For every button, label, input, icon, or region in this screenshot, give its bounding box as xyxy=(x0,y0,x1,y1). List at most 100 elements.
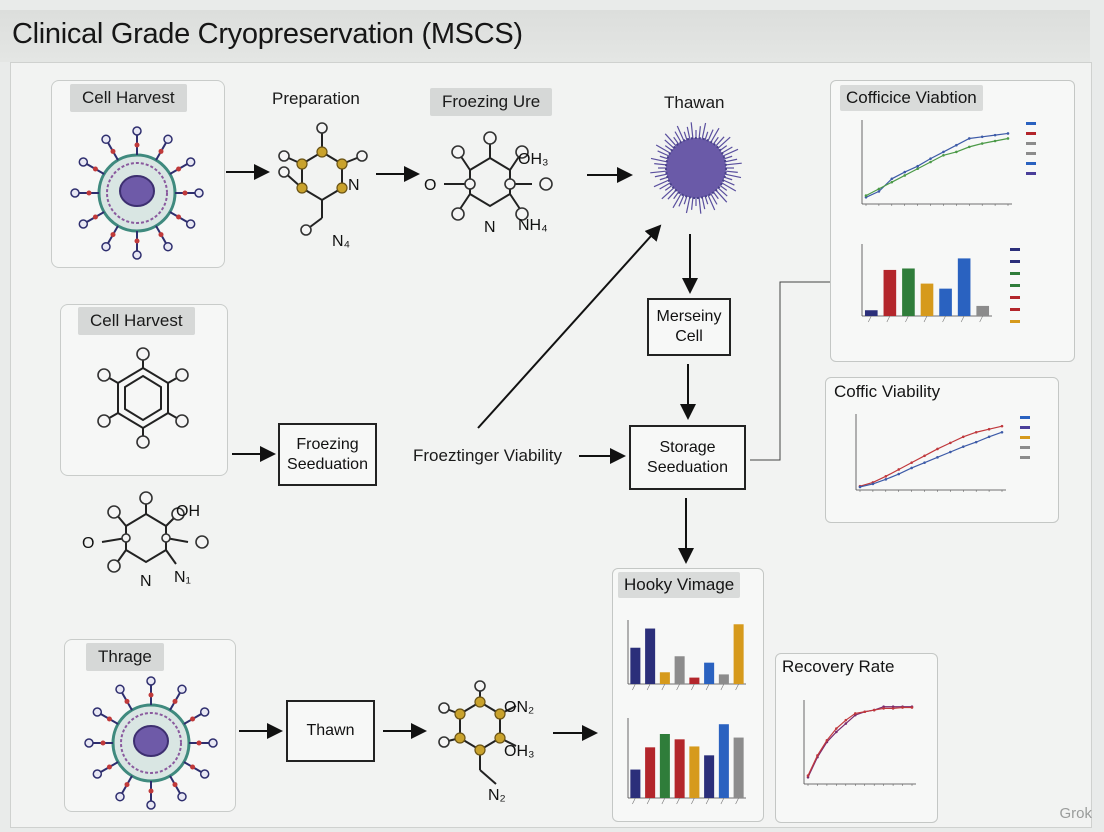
thawn-box[interactable]: Thawn xyxy=(286,700,375,762)
data-point xyxy=(871,482,875,486)
bar xyxy=(957,258,971,316)
preparation-molecule: N N₄ xyxy=(278,122,368,250)
data-point xyxy=(1006,132,1010,135)
legend-swatch xyxy=(1010,320,1020,323)
data-point xyxy=(890,177,894,181)
bar xyxy=(939,288,952,316)
bar xyxy=(645,628,656,684)
freeze-n-label: N xyxy=(484,219,496,236)
coffic-line-chart xyxy=(855,414,1030,492)
data-point xyxy=(884,475,888,478)
legend-swatch xyxy=(1010,248,1020,251)
data-point xyxy=(891,707,895,710)
recovery-line-chart xyxy=(803,700,916,786)
oxygen-label: O xyxy=(82,535,94,552)
data-point xyxy=(961,435,965,439)
x-tick xyxy=(646,797,651,805)
bar xyxy=(976,305,990,316)
data-point xyxy=(835,730,838,734)
legend-swatch xyxy=(1026,142,1036,145)
bar xyxy=(689,746,700,798)
x-tick xyxy=(720,797,725,805)
series-line xyxy=(865,132,1009,198)
bar xyxy=(733,737,744,798)
data-point xyxy=(903,170,907,174)
data-point xyxy=(816,754,819,757)
data-point xyxy=(961,445,965,448)
data-point xyxy=(853,712,857,715)
x-tick xyxy=(705,797,710,805)
merseiny-cell-box[interactable]: Merseiny Cell xyxy=(647,298,731,356)
bar xyxy=(645,747,656,798)
bottom-oh-label: OH₃ xyxy=(504,743,535,760)
data-point xyxy=(858,485,862,489)
data-point xyxy=(955,143,958,147)
legend-swatch xyxy=(1010,272,1020,275)
x-tick xyxy=(905,315,909,323)
thawan-cell-icon xyxy=(650,122,742,214)
data-point xyxy=(910,461,913,464)
data-point xyxy=(863,710,867,714)
x-tick xyxy=(632,683,636,691)
legend-swatch xyxy=(1026,172,1036,175)
bar xyxy=(659,672,670,684)
legend-swatch xyxy=(1020,446,1030,449)
data-point xyxy=(987,435,991,439)
data-point xyxy=(897,472,901,476)
data-point xyxy=(974,440,978,444)
data-point xyxy=(844,722,848,725)
freezing-molecule: O OH₃ N NH₄ xyxy=(424,131,553,236)
data-point xyxy=(844,718,848,722)
bar xyxy=(630,647,641,684)
series-line xyxy=(865,137,1009,197)
series-line xyxy=(807,706,912,778)
recovery-rate-panel xyxy=(775,653,938,823)
data-point xyxy=(936,447,939,451)
thawan-label: Thawan xyxy=(664,93,725,112)
hooky-vimage-title: Hooky Vimage xyxy=(618,572,741,598)
data-point xyxy=(806,774,810,777)
data-point xyxy=(949,450,952,454)
bar xyxy=(864,310,878,316)
cell-illustration-bottom xyxy=(84,676,218,810)
cell-fuzz xyxy=(650,122,742,214)
hexagon-molecule xyxy=(97,347,189,449)
data-point xyxy=(993,133,997,137)
data-point xyxy=(923,454,926,458)
data-point xyxy=(942,153,945,157)
series-line xyxy=(859,431,1003,488)
data-point xyxy=(1000,430,1004,434)
bar xyxy=(659,734,670,798)
series-line xyxy=(807,706,912,776)
legend-swatch xyxy=(1020,426,1030,429)
bar xyxy=(733,624,744,684)
n-label: N xyxy=(140,573,152,590)
grok-watermark: Grok xyxy=(1059,805,1092,822)
data-point xyxy=(949,441,952,445)
data-point xyxy=(872,708,876,712)
data-point xyxy=(1006,137,1010,140)
data-point xyxy=(967,145,971,149)
freeze-oh-label: OH₃ xyxy=(518,151,549,168)
legend-swatch xyxy=(1010,260,1020,263)
freezing-seeduation-box[interactable]: Froezing Seeduation xyxy=(278,423,377,486)
data-point xyxy=(980,135,984,139)
cofficice-line-chart xyxy=(861,120,1036,206)
x-tick xyxy=(735,797,739,805)
storage-seeduation-box[interactable]: Storage Seeduation xyxy=(629,425,746,490)
data-point xyxy=(1000,424,1004,428)
bar xyxy=(674,739,685,798)
oh-label: OH xyxy=(176,503,200,520)
data-point xyxy=(864,194,868,197)
bottom-on-label: ON₂ xyxy=(504,699,534,716)
coffic-viability-title: Coffic Viability xyxy=(834,382,941,401)
freezing-viability-label: Froeztinger Viability xyxy=(413,446,562,465)
coffic-viability-panel xyxy=(825,377,1059,523)
bar xyxy=(689,677,700,684)
prep-n-label: N xyxy=(348,177,360,194)
legend-swatch xyxy=(1026,122,1036,125)
freeze-o-label: O xyxy=(424,177,436,194)
data-point xyxy=(877,190,881,193)
data-point xyxy=(974,430,978,434)
